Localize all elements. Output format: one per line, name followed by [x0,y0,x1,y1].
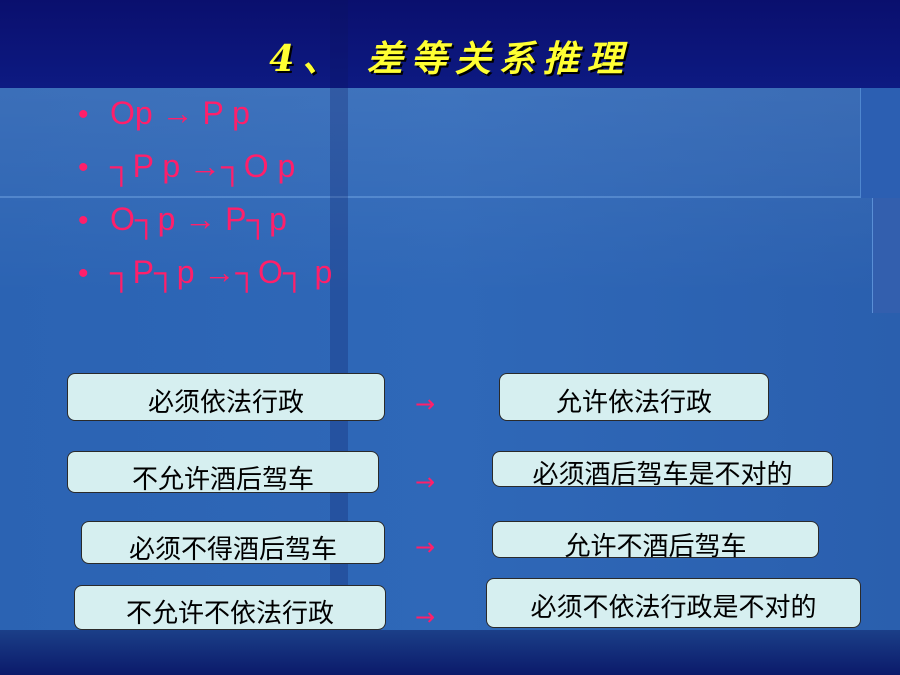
implication-arrow: → [415,603,436,631]
premise-box: 不允许酒后驾车 [67,451,379,495]
formula-item: • ┐P┐p →┐O┐ p [78,251,332,304]
footer-band [0,630,900,675]
bullet-marker: • [78,151,89,184]
formula-list: • Op → P p • ┐P p →┐O p • O┐p → P┐p • ┐P┐p →… [78,92,332,304]
formula-text: ┐P p →┐O p [110,148,296,184]
premise-box: 不允许不依法行政 [74,585,386,630]
conclusion-box: 必须酒后驾车是不对的 [492,451,833,490]
formula-text: ┐P┐p →┐O┐ p [110,254,333,290]
formula-item: • O┐p → P┐p [78,198,332,251]
formula-text: Op → P p [110,95,250,131]
background-divider [0,196,900,198]
background-decoration [860,88,900,198]
slide-title: 4、 差等关系推理 [269,38,631,80]
background-decoration [330,0,348,675]
premise-box: 必须不得酒后驾车 [81,521,385,565]
formula-item: • ┐P p →┐O p [78,145,332,198]
bullet-marker: • [78,204,89,237]
formula-item: • Op → P p [78,92,332,145]
bullet-marker: • [78,257,89,290]
conclusion-box: 允许不酒后驾车 [492,521,819,562]
formula-text: O┐p → P┐p [110,201,287,237]
implication-arrow: → [415,390,436,418]
header-band [0,0,900,88]
implication-arrow: → [415,533,436,561]
implication-arrow: → [415,468,436,496]
bullet-marker: • [78,98,89,131]
conclusion-box: 允许依法行政 [499,373,769,421]
conclusion-box: 必须不依法行政是不对的 [486,578,861,628]
premise-box: 必须依法行政 [67,373,385,421]
background-decoration [872,198,900,313]
